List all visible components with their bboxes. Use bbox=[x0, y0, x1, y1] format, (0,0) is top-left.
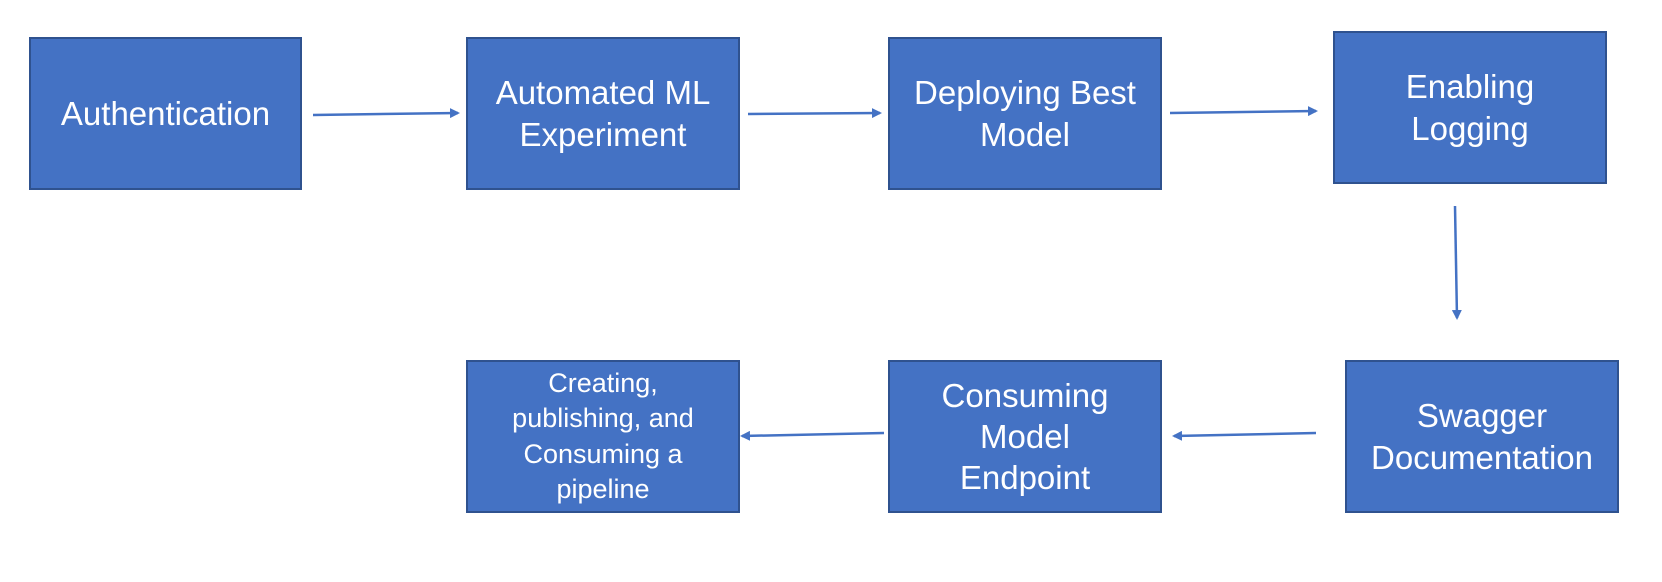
arrow-automl-to-deploy bbox=[747, 108, 882, 119]
step-label: Authentication bbox=[60, 94, 271, 132]
step-deploying-best-model: Deploying Best Model bbox=[888, 37, 1162, 190]
step-automated-ml-experiment: Automated ML Experiment bbox=[466, 37, 740, 190]
step-label: Creating, publishing, and Consuming a pi… bbox=[512, 368, 694, 504]
arrow-logging-to-swagger bbox=[1451, 205, 1462, 320]
step-label: Enabling Logging bbox=[1405, 68, 1535, 147]
step-label: Swagger Documentation bbox=[1371, 397, 1593, 476]
arrow-consuming-to-pipeline bbox=[740, 430, 885, 441]
arrow-auth-to-automl bbox=[312, 108, 460, 119]
step-enabling-logging: Enabling Logging bbox=[1333, 31, 1607, 184]
step-label: Consuming Model Endpoint bbox=[941, 376, 1109, 497]
step-label: Automated ML Experiment bbox=[495, 74, 711, 153]
step-label: Deploying Best Model bbox=[914, 74, 1136, 153]
arrow-deploy-to-logging bbox=[1169, 106, 1318, 117]
step-authentication: Authentication bbox=[29, 37, 302, 190]
step-creating-publishing-consuming-pipeline: Creating, publishing, and Consuming a pi… bbox=[466, 360, 740, 513]
step-swagger-documentation: Swagger Documentation bbox=[1345, 360, 1619, 513]
arrow-swagger-to-consuming bbox=[1172, 430, 1317, 441]
step-consuming-model-endpoint: Consuming Model Endpoint bbox=[888, 360, 1162, 513]
